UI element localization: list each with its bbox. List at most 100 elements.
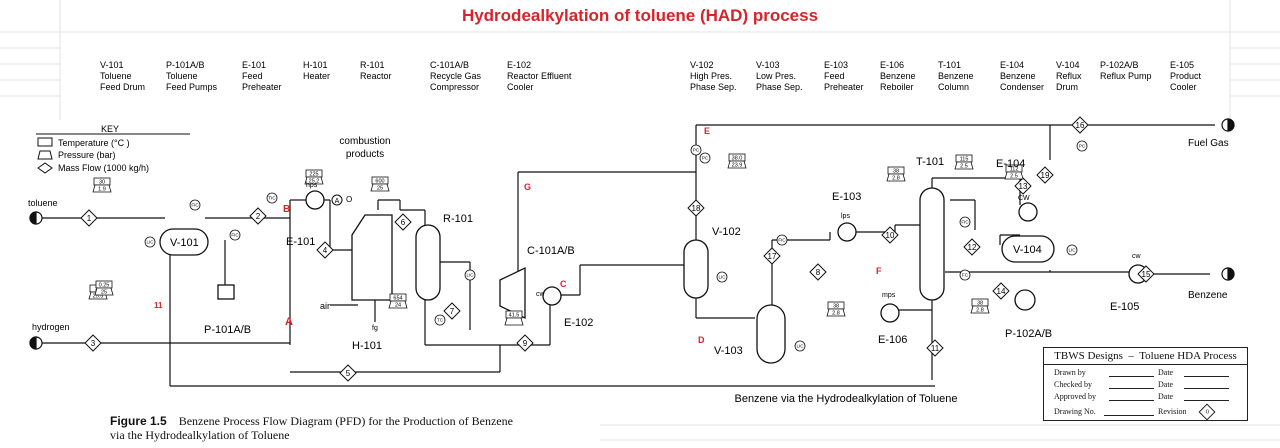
instrument-bubble <box>434 314 446 326</box>
legend-tag: V-101 <box>100 60 124 70</box>
instrument-tag: FC <box>962 273 969 278</box>
tag-v103: V-103 <box>714 345 743 357</box>
marker-11: 11 <box>154 301 163 310</box>
stream-diamond <box>316 241 334 259</box>
tag-e102: E-102 <box>564 317 593 329</box>
pressure-value: 25.5 <box>93 294 104 300</box>
stream-number: 11 <box>931 344 940 353</box>
temperature-value: 38 <box>977 301 983 307</box>
instrument-bubble <box>716 271 728 283</box>
tag-v104: V-104 <box>1013 244 1042 256</box>
v104-drum <box>1001 235 1055 263</box>
instrument-bubble <box>1066 244 1078 256</box>
pressure-box <box>886 173 906 182</box>
hps-label: hps <box>306 182 318 189</box>
marker-f: F <box>876 266 882 276</box>
pressure-box <box>727 160 747 169</box>
instrument-tag: LIC <box>1068 248 1076 253</box>
stream-number: 16 <box>1076 121 1085 130</box>
drawn-by-label: Drawn by <box>1054 368 1086 377</box>
legend-tag: E-105 <box>1170 60 1194 70</box>
instrument-bubble <box>266 192 278 204</box>
instrument-tag: PC <box>702 156 709 161</box>
h101-heater <box>351 214 393 301</box>
company-name: TBWS Designs <box>1054 350 1123 362</box>
instrument-bubble <box>189 199 201 211</box>
marker-c: C <box>560 279 567 289</box>
temperature-value: 30 <box>99 180 105 186</box>
r101-reactor <box>415 224 441 301</box>
key-temperature: Temperature (°C ) <box>58 138 130 148</box>
legend-tag: V-104 <box>1056 60 1080 70</box>
combustion-label-1: combustion <box>339 136 390 147</box>
stream-number: 2 <box>256 212 261 221</box>
stream-diamond <box>443 302 461 320</box>
key-legend: KEY Temperature (°C ) Pressure (bar) Mas… <box>36 124 190 174</box>
temperature-value: 38 <box>893 169 899 175</box>
temperature-value: 600 <box>375 179 384 185</box>
cw-label-2: CW <box>1018 195 1030 202</box>
terminators <box>29 118 1235 350</box>
legend-line-1: Reactor Effluent <box>507 71 572 81</box>
instrument-tag: LIC <box>146 240 154 245</box>
c101-compressor <box>499 266 526 320</box>
stream-diamond <box>992 282 1010 300</box>
e106-reboiler <box>880 303 900 323</box>
pressure-box <box>370 183 390 192</box>
legend-tag: E-102 <box>507 60 531 70</box>
temperature-value: 0.25 <box>99 283 110 289</box>
combustion-label-2: products <box>346 149 384 160</box>
pressure-box <box>504 317 524 326</box>
legend-line-1: Heater <box>303 71 330 81</box>
stream-diamond <box>1137 265 1155 283</box>
instrument-bubble <box>959 269 971 281</box>
figure-number: Figure 1.5 <box>110 414 167 428</box>
stream-diamond <box>1071 116 1089 134</box>
instrument-bubble <box>464 269 476 281</box>
instrument-tag: FIC <box>778 238 786 243</box>
stream-number: 5 <box>346 369 351 378</box>
instrument-bubble <box>229 229 241 241</box>
pressure-box <box>1004 171 1024 180</box>
pressure-value: 23.9 <box>732 163 743 169</box>
stream-diamond <box>394 213 412 231</box>
legend-line-2: Preheater <box>824 82 864 92</box>
legend-line-2: Compressor <box>430 82 479 92</box>
tag-p102: P-102A/B <box>1005 328 1052 340</box>
pressure-value: 2.8 <box>976 308 984 314</box>
title-block-header: TBWS Designs – Toluene HDA Process <box>1044 348 1247 365</box>
pressure-box <box>970 305 990 314</box>
pressure-box <box>388 300 408 309</box>
legend-line-2: Cooler <box>507 82 534 92</box>
marker-g: G <box>524 182 531 192</box>
pressure-value: 1.9 <box>98 187 106 193</box>
legend-line-2: Phase Sep. <box>756 82 803 92</box>
stream-diamond <box>687 199 705 217</box>
stream-diamond <box>249 207 267 225</box>
stream-number: 15 <box>1142 270 1151 279</box>
revision-label: Revision <box>1158 407 1187 416</box>
title-block: TBWS Designs – Toluene HDA Process Drawn… <box>1043 347 1248 421</box>
stream-number: 14 <box>997 287 1006 296</box>
p102-pump <box>1014 289 1036 311</box>
legend-line-1: Reactor <box>360 71 392 81</box>
instrument-tag: PC <box>693 148 700 153</box>
instrument-tag: FIC <box>191 203 199 208</box>
legend-tag: P-101A/B <box>166 60 205 70</box>
equipment <box>159 187 1148 364</box>
drawing-no-label: Drawing No. <box>1054 407 1096 416</box>
stream-number: 3 <box>91 339 96 348</box>
stream-number: 12 <box>968 243 977 252</box>
stream-diamond <box>84 334 102 352</box>
pressure-box <box>94 287 114 296</box>
legend-tag: V-103 <box>756 60 780 70</box>
legend-line-2: Preheater <box>242 82 282 92</box>
red-markers: A B C D E F G 11 <box>154 126 882 345</box>
caption-line-1: Benzene Process Flow Diagram (PFD) for t… <box>178 414 513 428</box>
stream-number: 9 <box>523 339 528 348</box>
analyzer-a: A <box>335 198 340 205</box>
tag-r101: R-101 <box>443 213 473 225</box>
e103-exchanger <box>837 222 857 242</box>
instrument-tag: PC <box>1079 144 1086 149</box>
